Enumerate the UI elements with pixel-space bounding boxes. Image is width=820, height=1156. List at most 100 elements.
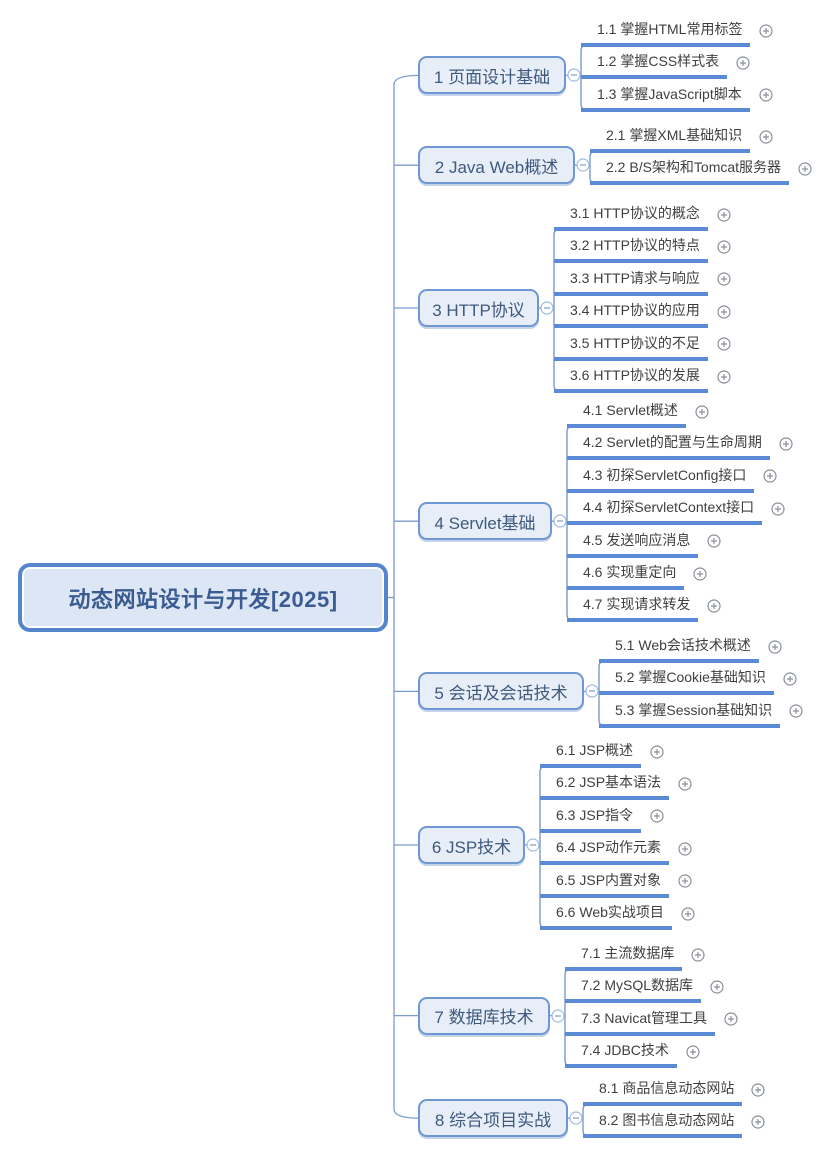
expand-icon[interactable] [798,162,812,176]
subtopic[interactable]: 2.1 掌握XML基础知识 [590,125,773,153]
collapse-icon[interactable] [551,1008,565,1023]
subtopic-label: 3.5 HTTP协议的不足 [570,334,700,351]
expand-icon[interactable] [759,88,773,102]
expand-icon[interactable] [759,129,773,144]
expand-icon[interactable] [650,744,664,759]
subtopic[interactable]: 8.2 图书信息动态网站 [583,1110,765,1139]
expand-icon[interactable] [724,1012,738,1026]
expand-icon[interactable] [695,404,709,419]
subtopic-label: 1.2 掌握CSS样式表 [597,53,720,70]
collapse-icon[interactable] [576,158,590,172]
expand-icon[interactable] [736,56,750,70]
subtopic[interactable]: 7.3 Navicat管理工具 [565,1008,738,1036]
branch-topic[interactable]: 5 会话及会话技术 [418,672,584,711]
expand-icon[interactable] [650,809,664,823]
subtopic[interactable]: 5.1 Web会话技术概述 [599,635,782,663]
subtopic[interactable]: 4.6 实现重定向 [567,562,707,590]
collapse-icon[interactable] [567,68,581,82]
collapse-icon[interactable] [526,838,540,852]
expand-icon[interactable] [678,842,692,856]
subtopic[interactable]: 3.3 HTTP请求与响应 [554,268,731,296]
subtopic-label: 6.2 JSP基本语法 [556,774,662,791]
subtopic-underline: 8.2 图书信息动态网站 [583,1110,743,1139]
subtopic-label: 4.7 实现请求转发 [583,596,691,613]
expand-icon[interactable] [717,305,731,319]
subtopic[interactable]: 4.4 初探ServletContext接口 [567,497,785,526]
collapse-icon[interactable] [585,684,599,698]
branch-topic[interactable]: 2 Java Web概述 [418,146,575,185]
subtopic[interactable]: 3.2 HTTP协议的特点 [554,235,731,264]
subtopic[interactable]: 7.4 JDBC技术 [565,1040,700,1069]
expand-icon[interactable] [707,534,721,548]
expand-icon[interactable] [717,337,731,351]
subtopic[interactable]: 6.2 JSP基本语法 [540,772,692,801]
expand-icon[interactable] [717,272,731,286]
subtopic[interactable]: 4.2 Servlet的配置与生命周期 [567,432,793,461]
subtopic[interactable]: 6.1 JSP概述 [540,740,664,768]
expand-icon[interactable] [768,639,782,654]
subtopic-underline: 1.1 掌握HTML常用标签 [581,19,751,47]
subtopic-label: 1.1 掌握HTML常用标签 [597,21,743,37]
branch-topic[interactable]: 8 综合项目实战 [418,1099,568,1138]
expand-icon[interactable] [779,437,793,451]
expand-icon[interactable] [707,599,721,613]
subtopic[interactable]: 6.3 JSP指令 [540,805,664,833]
expand-icon[interactable] [681,906,695,921]
subtopic-underline: 7.1 主流数据库 [565,943,683,971]
expand-icon[interactable] [686,1045,700,1059]
expand-icon[interactable] [751,1115,765,1129]
branch-topic[interactable]: 6 JSP技术 [418,826,525,864]
subtopic[interactable]: 5.2 掌握Cookie基础知识 [599,667,797,696]
subtopic-underline: 7.2 MySQL数据库 [565,975,702,1004]
subtopic[interactable]: 2.2 B/S架构和Tomcat服务器 [590,157,812,186]
subtopic[interactable]: 3.4 HTTP协议的应用 [554,300,731,329]
subtopic[interactable]: 1.1 掌握HTML常用标签 [581,19,774,47]
subtopic[interactable]: 7.1 主流数据库 [565,943,705,971]
expand-icon[interactable] [710,980,724,994]
subtopic[interactable]: 5.3 掌握Session基础知识 [599,700,803,728]
expand-icon[interactable] [678,777,692,791]
subtopic-underline: 6.3 JSP指令 [540,805,642,833]
subtopic-label: 3.2 HTTP协议的特点 [570,237,700,254]
subtopic-label: 4.2 Servlet的配置与生命周期 [583,434,762,451]
expand-icon[interactable] [751,1082,765,1097]
subtopic-label: 8.2 图书信息动态网站 [599,1112,735,1129]
central-topic[interactable]: 动态网站设计与开发[2025] [18,563,388,632]
subtopic-underline: 3.4 HTTP协议的应用 [554,300,708,329]
subtopic[interactable]: 6.4 JSP动作元素 [540,837,692,866]
subtopic[interactable]: 1.2 掌握CSS样式表 [581,51,750,80]
expand-icon[interactable] [678,874,692,888]
branch-topic[interactable]: 4 Servlet基础 [418,502,552,541]
subtopic[interactable]: 8.1 商品信息动态网站 [583,1078,765,1106]
expand-icon[interactable] [759,23,774,38]
subtopic[interactable]: 4.5 发送响应消息 [567,530,721,558]
collapse-icon[interactable] [553,514,567,528]
subtopic[interactable]: 1.3 掌握JavaScript脚本 [581,84,773,112]
expand-icon[interactable] [789,704,803,718]
expand-icon[interactable] [717,240,731,254]
expand-icon[interactable] [771,502,785,516]
expand-icon[interactable] [693,566,707,581]
subtopic[interactable]: 3.6 HTTP协议的发展 [554,365,731,393]
expand-icon[interactable] [717,207,731,222]
subtopic[interactable]: 4.7 实现请求转发 [567,594,721,623]
subtopic[interactable]: 6.6 Web实战项目 [540,902,695,930]
expand-icon[interactable] [783,672,797,686]
subtopic[interactable]: 4.1 Servlet概述 [567,400,709,428]
subtopic[interactable]: 6.5 JSP内置对象 [540,870,692,898]
branch-topic[interactable]: 1 页面设计基础 [418,56,566,95]
subtopic-label: 7.1 主流数据库 [581,945,675,961]
subtopic[interactable]: 4.3 初探ServletConfig接口 [567,465,778,493]
expand-icon[interactable] [717,369,731,384]
expand-icon[interactable] [691,947,705,962]
branch-topic[interactable]: 7 数据库技术 [418,996,550,1035]
subtopic[interactable]: 7.2 MySQL数据库 [565,975,724,1004]
branch-topic[interactable]: 3 HTTP协议 [418,289,539,327]
subtopic[interactable]: 3.1 HTTP协议的概念 [554,203,731,231]
expand-icon[interactable] [763,469,778,483]
subtopic-underline: 1.3 掌握JavaScript脚本 [581,84,750,112]
subtopic-label: 7.2 MySQL数据库 [581,977,694,994]
collapse-icon[interactable] [569,1111,583,1125]
collapse-icon[interactable] [540,301,554,315]
subtopic[interactable]: 3.5 HTTP协议的不足 [554,333,731,361]
